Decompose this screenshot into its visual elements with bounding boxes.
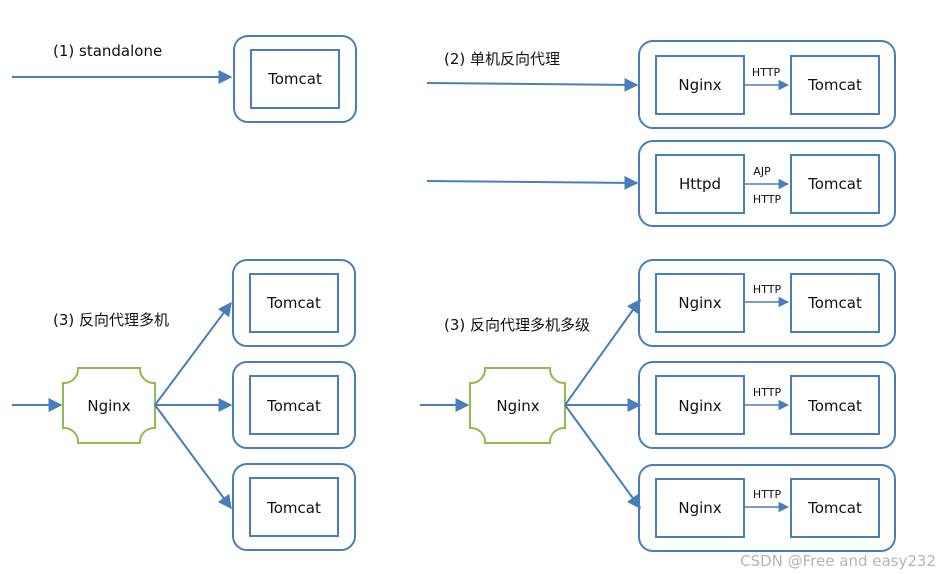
caption-multi-proxy: (3) 反向代理多机 <box>53 311 169 329</box>
standalone-section: (1) standalone Tomcat <box>12 35 357 123</box>
server-container <box>232 463 356 551</box>
watermark: CSDN @Free and easy232 <box>740 552 936 570</box>
tomcat-box <box>249 477 339 537</box>
tomcat-label: Tomcat <box>807 397 862 415</box>
single-proxy-section: (2) 单机反向代理 Nginx HTTP Tomcat Httpd AJP H… <box>426 40 896 227</box>
nginx-label: Nginx <box>87 397 130 415</box>
tomcat-box <box>790 55 880 115</box>
tomcat-label: Tomcat <box>807 175 862 193</box>
nginx-label: Nginx <box>678 294 721 312</box>
caption-multi-level: (3) 反向代理多机多级 <box>444 316 590 334</box>
http-label: HTTP <box>753 386 782 399</box>
caption-standalone: (1) standalone <box>53 42 162 60</box>
nginx-load-balancer-shape <box>62 367 156 444</box>
tomcat-box <box>790 478 880 538</box>
tomcat-box <box>250 49 340 109</box>
server-container <box>638 464 896 552</box>
server-container <box>638 40 896 129</box>
http-label: HTTP <box>753 283 782 296</box>
tomcat-label: Tomcat <box>266 294 321 312</box>
tomcat-label: Tomcat <box>807 76 862 94</box>
server-container <box>638 259 896 347</box>
tomcat-label: Tomcat <box>267 70 322 88</box>
multi-level-section: (3) 反向代理多机多级 Nginx Nginx HTTP Tomcat Ngi… <box>420 259 896 552</box>
http-label: HTTP <box>753 488 782 501</box>
nginx-label: Nginx <box>678 397 721 415</box>
nginx-label: Nginx <box>678 499 721 517</box>
tomcat-label: Tomcat <box>266 499 321 517</box>
fanout-arrow <box>154 404 232 510</box>
server-container <box>638 361 896 449</box>
server-container <box>638 140 896 227</box>
nginx-box <box>655 273 745 333</box>
nginx-box <box>655 478 745 538</box>
nginx-label: Nginx <box>496 397 539 415</box>
httpd-label: Httpd <box>679 175 721 193</box>
tomcat-box <box>249 273 339 333</box>
tomcat-label: Tomcat <box>807 499 862 517</box>
server-container <box>233 35 357 123</box>
request-arrow <box>426 77 639 92</box>
fanout-arrow <box>564 404 641 510</box>
server-container <box>232 361 356 449</box>
http-label: HTTP <box>752 66 781 79</box>
ajp-label: AJP <box>753 165 771 178</box>
tomcat-box <box>790 154 880 214</box>
http-label: HTTP <box>753 193 782 206</box>
tomcat-label: Tomcat <box>266 397 321 415</box>
tomcat-label: Tomcat <box>807 294 862 312</box>
tomcat-box <box>249 375 339 435</box>
server-container <box>232 259 356 347</box>
caption-single-proxy: (2) 单机反向代理 <box>444 50 560 68</box>
nginx-label: Nginx <box>678 76 721 94</box>
tomcat-box <box>790 375 880 435</box>
fanout-arrow <box>564 298 641 406</box>
tomcat-box <box>790 273 880 333</box>
multi-proxy-section: (3) 反向代理多机 Nginx Tomcat Tomcat Tomcat <box>12 259 356 551</box>
fanout-arrow <box>154 301 232 406</box>
nginx-load-balancer-shape <box>469 367 566 444</box>
request-arrow <box>426 175 639 190</box>
